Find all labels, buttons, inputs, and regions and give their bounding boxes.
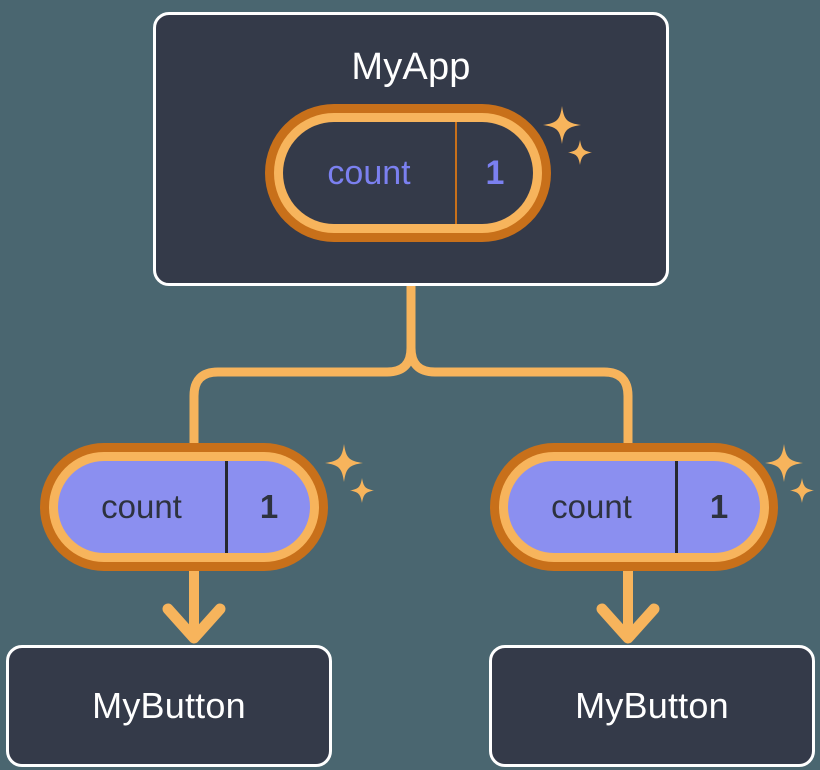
state-pill-child-right[interactable]: count 1 <box>499 452 769 562</box>
component-title-mybutton-left: MyButton <box>92 685 246 726</box>
arrow-head-left <box>162 603 226 644</box>
connector-root-to-left-child <box>189 281 416 467</box>
state-pill-value: 1 <box>485 153 505 192</box>
state-pill-child-left[interactable]: count 1 <box>49 452 319 562</box>
state-pill-myapp[interactable]: count 1 <box>274 113 542 233</box>
state-pill-key: count <box>283 122 457 224</box>
state-pill-value: 1 <box>259 488 279 525</box>
connector-root-to-right-child <box>406 281 633 467</box>
state-pill-value: 1 <box>709 488 729 525</box>
state-pill-key: count <box>508 461 678 553</box>
state-pill-key: count <box>58 461 228 553</box>
state-pill-inner: count 1 <box>58 461 310 553</box>
component-card-mybutton-left[interactable]: MyButton <box>6 645 332 767</box>
sparkle-small-icon <box>790 478 814 503</box>
sparkle-large-icon <box>765 444 803 482</box>
arrow-head-right <box>596 603 660 644</box>
component-title-mybutton-right: MyButton <box>575 685 729 726</box>
sparkle-large-icon <box>325 444 363 482</box>
component-card-mybutton-right[interactable]: MyButton <box>489 645 815 767</box>
component-title-myapp: MyApp <box>351 46 471 88</box>
sparkle-small-icon <box>350 478 374 503</box>
state-pill-inner: count 1 <box>508 461 760 553</box>
sparkle-group-child-left <box>320 442 376 510</box>
state-pill-inner: count 1 <box>283 122 533 224</box>
